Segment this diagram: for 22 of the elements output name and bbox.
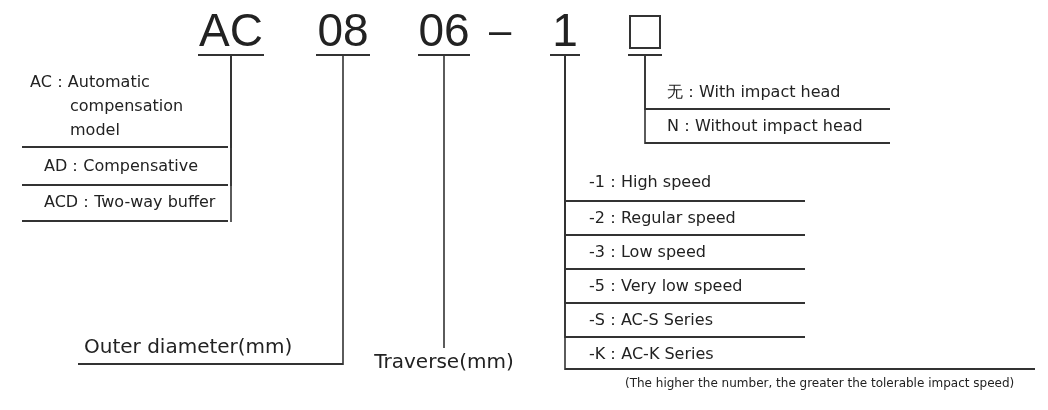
leader-line xyxy=(230,55,232,223)
option-row: AD：Compensative xyxy=(22,150,228,186)
option-row: -K：AC-K Series xyxy=(565,338,1035,370)
field-label: Traverse(mm) xyxy=(369,348,519,378)
code-segment: 06 xyxy=(418,8,470,56)
leader-line xyxy=(443,55,445,349)
option-row: -S：AC-S Series xyxy=(565,304,805,338)
field-label: Outer diameter(mm) xyxy=(78,333,343,365)
option-row: -5：Very low speed xyxy=(565,270,805,304)
leader-line xyxy=(644,55,646,145)
code-segment: 1 xyxy=(550,8,580,56)
option-row: ACD：Two-way buffer xyxy=(22,186,228,222)
option-row: -2：Regular speed xyxy=(565,202,805,236)
code-segment: 08 xyxy=(316,8,370,56)
option-row: N：Without impact head xyxy=(645,110,890,144)
separator-dash: – xyxy=(489,8,512,52)
leader-line xyxy=(342,55,344,366)
option-row: -1：High speed xyxy=(565,166,805,202)
option-row: AC：Automatic compensation model xyxy=(22,66,228,148)
code-segment: AC xyxy=(198,8,264,56)
option-row: -3：Low speed xyxy=(565,236,805,270)
option-row: 无：With impact head xyxy=(645,76,890,110)
